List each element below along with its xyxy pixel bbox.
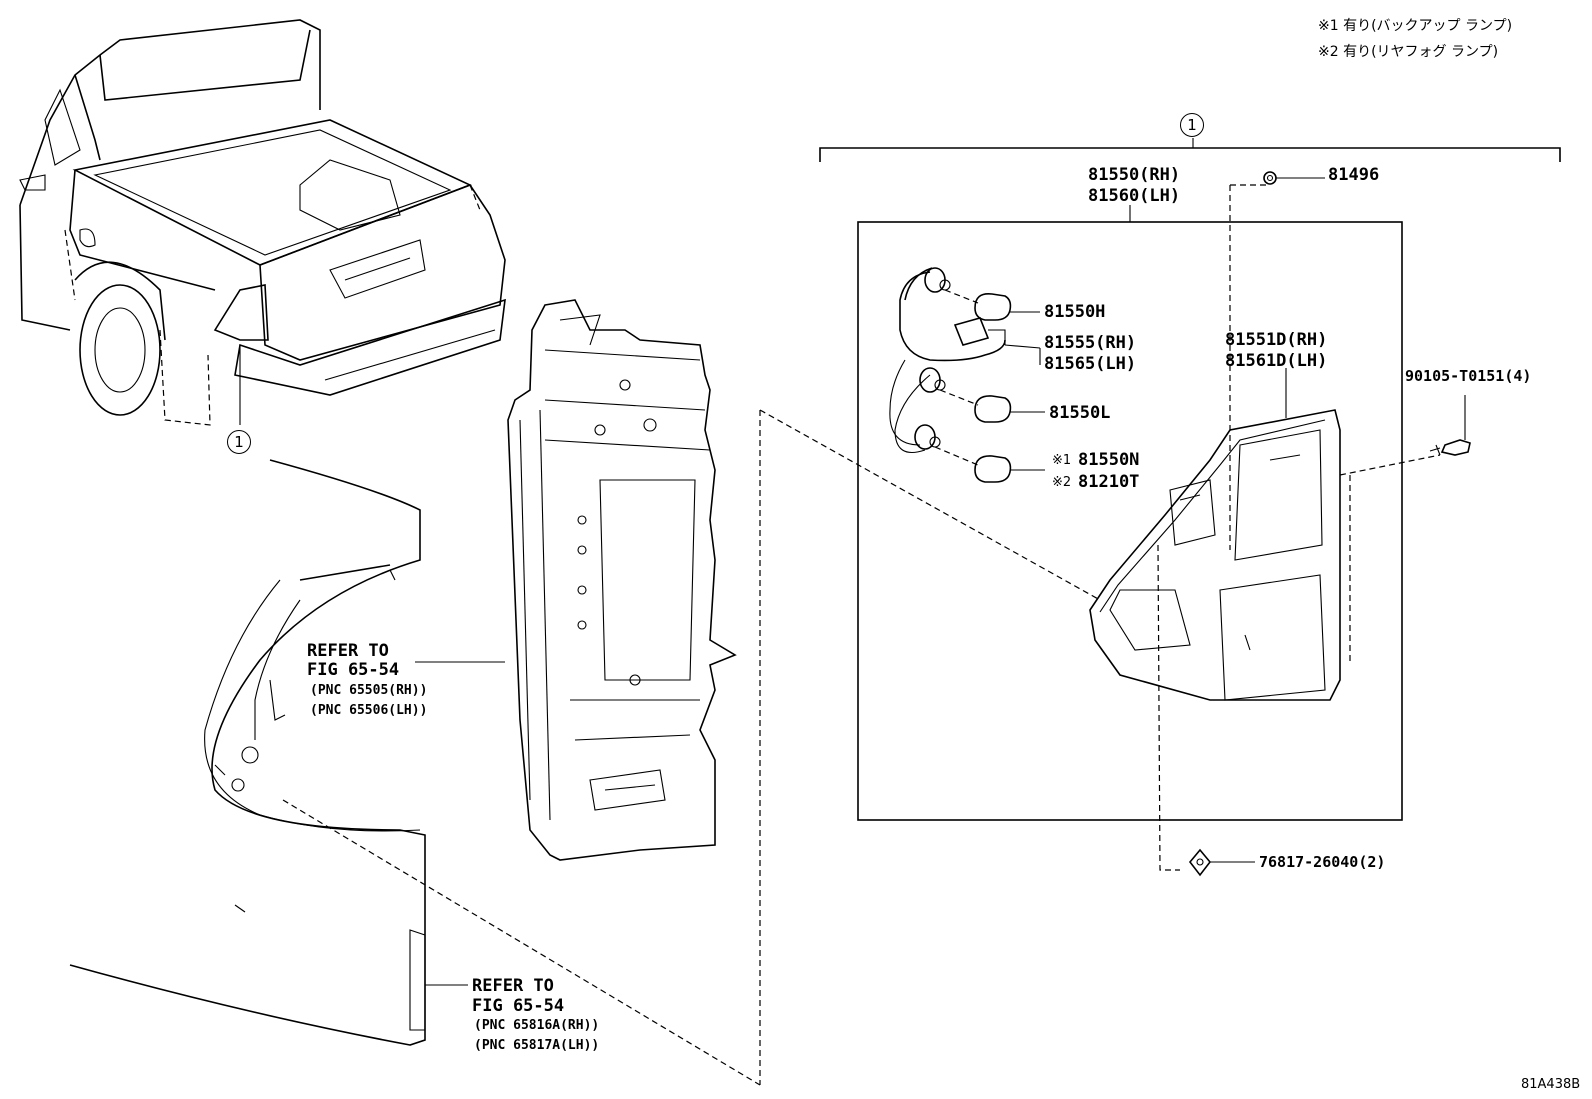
part-bulb-n: 81550N [1078, 450, 1140, 470]
lamp-lens [1089, 184, 1441, 871]
vehicle-callout: 1 [227, 430, 251, 454]
figure-code: 81A438B [1521, 1077, 1581, 1092]
gasket-part [1263, 171, 1325, 185]
assembly-bracket [819, 138, 1561, 162]
ref1-line2: FIG 65-54 [307, 660, 400, 680]
bulb-t-mark: ※2 [1052, 475, 1072, 490]
bulbs [934, 289, 1045, 483]
part-lamp-assy-lh: 81560(LH) [1088, 186, 1181, 206]
ref2-line1: REFER TO [472, 976, 554, 996]
part-screw: 90105-T0151(4) [1405, 367, 1532, 385]
screw-part [1429, 395, 1471, 456]
ref1-line4: (PNC 65506(LH)) [310, 703, 428, 718]
rear-fender-illustration [69, 459, 505, 1046]
part-bulb-l: 81550L [1049, 403, 1111, 423]
ref1-line1: REFER TO [307, 641, 389, 661]
assembly-box [857, 221, 1403, 821]
part-socket-rh: 81555(RH) [1044, 333, 1137, 353]
ref2-line3: (PNC 65816A(RH)) [474, 1018, 600, 1033]
ref1-line3: (PNC 65505(RH)) [310, 683, 428, 698]
assembly-callout: 1 [1180, 113, 1204, 137]
part-socket-lh: 81565(LH) [1044, 354, 1137, 374]
note-rear-fog-lamp: ※2 有り(リヤフォグ ランプ) [1318, 44, 1499, 60]
part-lamp-assy-rh: 81550(RH) [1088, 165, 1181, 185]
ref2-line4: (PNC 65817A(LH)) [474, 1038, 600, 1053]
part-lens-rh: 81551D(RH) [1225, 330, 1328, 350]
part-gasket: 81496 [1328, 165, 1380, 185]
note-backup-lamp: ※1 有り(バックアップ ランプ) [1318, 18, 1513, 34]
ref2-line2: FIG 65-54 [472, 996, 565, 1016]
part-bulb-t: 81210T [1078, 472, 1140, 492]
wiring-harness [889, 267, 1006, 454]
truck-illustration [19, 19, 506, 426]
quarter-panel-illustration [507, 299, 737, 861]
bulb-n-mark: ※1 [1052, 453, 1072, 468]
part-bulb-h: 81550H [1044, 302, 1106, 322]
clip-part [1188, 848, 1255, 877]
part-lens-lh: 81561D(LH) [1225, 351, 1328, 371]
part-clip: 76817-26040(2) [1259, 853, 1386, 871]
